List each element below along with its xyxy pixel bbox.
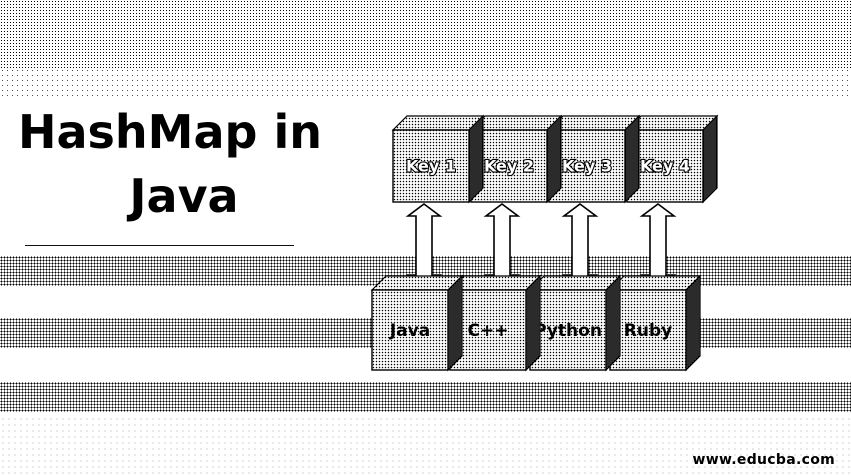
double-arrow-4 xyxy=(639,203,677,288)
key-cube-4-front xyxy=(626,129,704,203)
arrows-group xyxy=(405,203,677,288)
key-cube-3-front xyxy=(548,129,626,203)
value-cube-1-label: Java xyxy=(389,321,430,341)
top-dotted-band xyxy=(0,0,851,68)
value-cube-2-front xyxy=(449,289,527,371)
bottom-dotted-fade xyxy=(0,416,851,476)
value-cube-4-side xyxy=(685,274,701,372)
key-cube-1: Key 1 xyxy=(391,114,485,204)
value-cube-2-top xyxy=(448,275,542,291)
key-cube-1-top xyxy=(391,115,485,131)
key-cube-3: Key 3 xyxy=(547,114,641,204)
value-cube-3-label: Python xyxy=(534,321,602,341)
value-cube-4: Ruby xyxy=(608,274,702,372)
value-cube-1: Java xyxy=(370,274,464,372)
value-cube-1-front xyxy=(371,289,449,371)
value-cube-4-top xyxy=(608,275,702,291)
footer-url: www.educba.com xyxy=(692,452,835,468)
value-cube-4-label: Ruby xyxy=(624,321,672,341)
key-cube-4-side xyxy=(702,114,718,204)
key-cube-2: Key 2 xyxy=(469,114,563,204)
key-cube-1-front xyxy=(392,129,470,203)
value-cube-2: C++ xyxy=(448,274,542,372)
key-cube-2-label: Key 2 xyxy=(484,157,534,176)
value-cube-2-label: C++ xyxy=(468,321,509,341)
key-cube-1-side xyxy=(468,114,484,204)
key-cube-3-top xyxy=(547,115,641,131)
key-cube-3-label: Key 3 xyxy=(562,157,612,176)
value-cube-3-front xyxy=(529,289,607,371)
key-cube-2-front xyxy=(470,129,548,203)
value-cube-1-top xyxy=(370,275,464,291)
value-cubes-group: Ruby Python C++ Java xyxy=(370,274,702,372)
value-cube-3-top xyxy=(528,275,622,291)
title-underline xyxy=(25,245,294,246)
key-cube-4-label: Key 4 xyxy=(640,157,690,176)
key-cube-2-side xyxy=(546,114,562,204)
key-cube-3-side xyxy=(624,114,640,204)
key-cube-2-top xyxy=(469,115,563,131)
key-cube-4: Key 4 xyxy=(625,114,719,204)
double-arrow-1 xyxy=(405,203,443,288)
dotted-stripe-3 xyxy=(0,382,851,412)
value-cube-3-side xyxy=(605,274,621,372)
key-cube-4-top xyxy=(625,115,719,131)
value-cube-2-side xyxy=(525,274,541,372)
value-cube-1-side xyxy=(447,274,463,372)
value-cube-3: Python xyxy=(528,274,622,372)
double-arrow-2 xyxy=(483,203,521,288)
key-cubes-group: Key 4 Key 3 Key 2 Key 1 xyxy=(391,114,719,204)
double-arrow-3 xyxy=(561,203,599,288)
top-dotted-fade xyxy=(0,68,851,96)
key-cube-1-label: Key 1 xyxy=(406,157,456,176)
page-title: HashMap in Java xyxy=(0,100,340,228)
title-line-2: Java xyxy=(129,169,239,223)
title-line-1: HashMap in xyxy=(18,105,322,159)
